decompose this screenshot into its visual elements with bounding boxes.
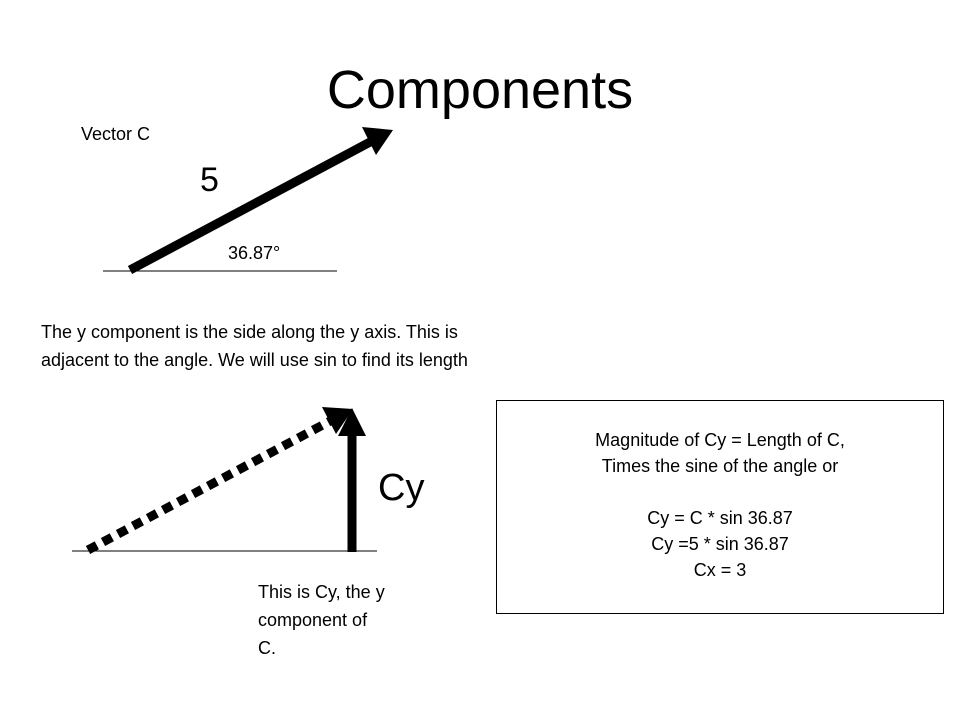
page-title: Components (326, 60, 634, 120)
vector-label: Vector C (81, 124, 151, 144)
formula-spacer (497, 479, 943, 505)
description-line: adjacent to the angle. We will use sin t… (41, 350, 468, 370)
description-text: The y component is the side along the y … (41, 318, 661, 374)
formula-line: Cx = 3 (693, 560, 747, 580)
formula-line: Cy =5 * sin 36.87 (651, 534, 789, 554)
angle-label: 36.87° (228, 243, 281, 263)
cy-note: This is Cy, the y component of C. (258, 578, 438, 662)
cy-label: Cy (378, 467, 425, 509)
cy-note-line: component of (258, 610, 368, 630)
magnitude-label: 5 (200, 161, 219, 199)
cy-note-line: C. (258, 638, 276, 658)
vector-c-arrowhead (362, 127, 393, 155)
formula-box: Magnitude of Cy = Length of C, Times the… (496, 400, 944, 614)
formula-line: Times the sine of the angle or (601, 456, 839, 476)
cy-component-arrowhead (338, 408, 366, 436)
vector-c-dashed-arrowhead (322, 407, 353, 434)
formula-line: Cy = C * sin 36.87 (647, 508, 793, 528)
description-line: The y component is the side along the y … (41, 322, 458, 342)
vector-c-shaft (127, 137, 375, 274)
cy-note-line: This is Cy, the y (258, 582, 385, 602)
vector-c-dashed-shaft (85, 415, 337, 554)
formula-line: Magnitude of Cy = Length of C, (595, 430, 845, 450)
